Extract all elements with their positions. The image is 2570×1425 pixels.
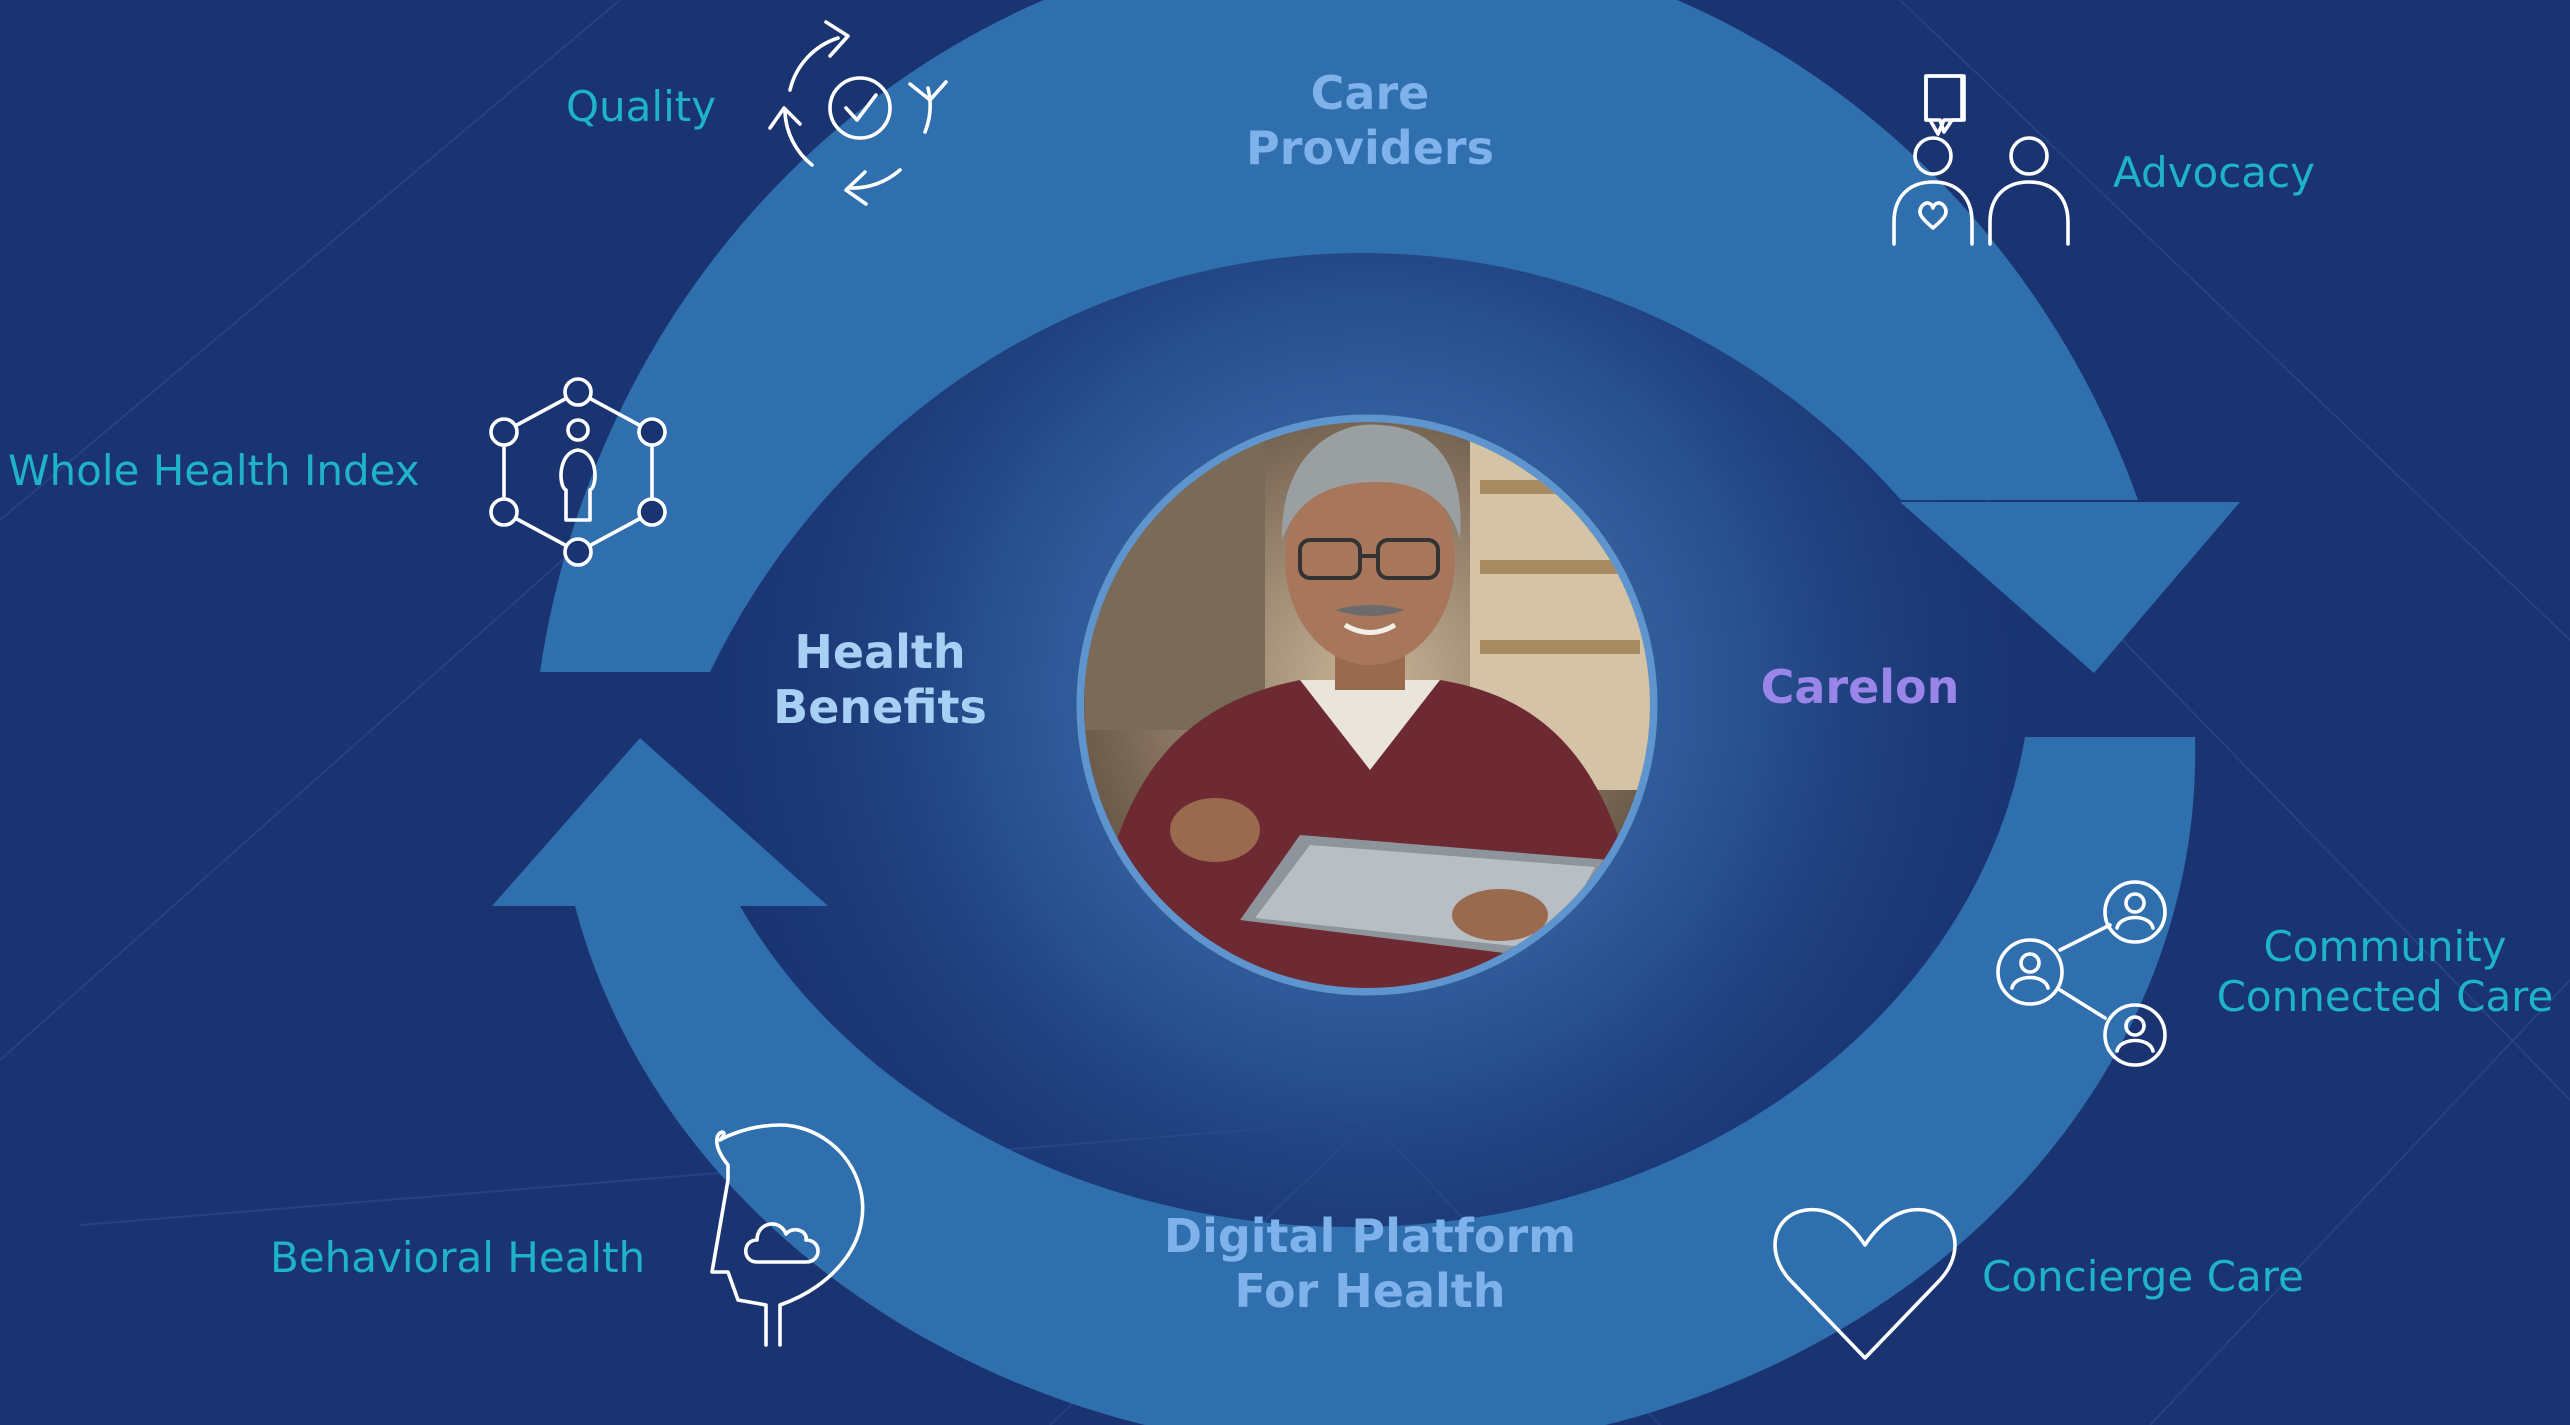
center-photo bbox=[1076, 414, 1658, 996]
behavioral-health-label: Behavioral Health bbox=[270, 1233, 646, 1282]
share-people-icon bbox=[1996, 880, 2167, 1067]
quality-label: Quality bbox=[566, 82, 717, 131]
person-network-icon bbox=[489, 377, 667, 567]
ring-arrow-bottom bbox=[575, 737, 2196, 1425]
health-benefits-label: Health Benefits bbox=[773, 625, 987, 735]
care-providers-label: Care Providers bbox=[1246, 66, 1494, 176]
people-chat-icon bbox=[1892, 74, 2070, 246]
digital-platform-label: Digital Platform For Health bbox=[1163, 1209, 1577, 1319]
ring-arrowhead-bottom bbox=[492, 738, 828, 906]
whole-health-index-label: Whole Health Index bbox=[8, 446, 420, 495]
ring-arrow-top bbox=[540, 0, 2138, 672]
ring-arrowhead-top bbox=[1900, 502, 2240, 673]
carelon-label: Carelon bbox=[1760, 660, 1960, 714]
advocacy-label: Advocacy bbox=[2113, 148, 2315, 197]
concierge-care-label: Concierge Care bbox=[1982, 1252, 2304, 1301]
community-connected-care-label: Community Connected Care bbox=[2216, 922, 2554, 1022]
head-cloud-icon bbox=[710, 1123, 865, 1347]
cycle-check-icon bbox=[768, 20, 948, 206]
heart-icon bbox=[1773, 1207, 1957, 1360]
